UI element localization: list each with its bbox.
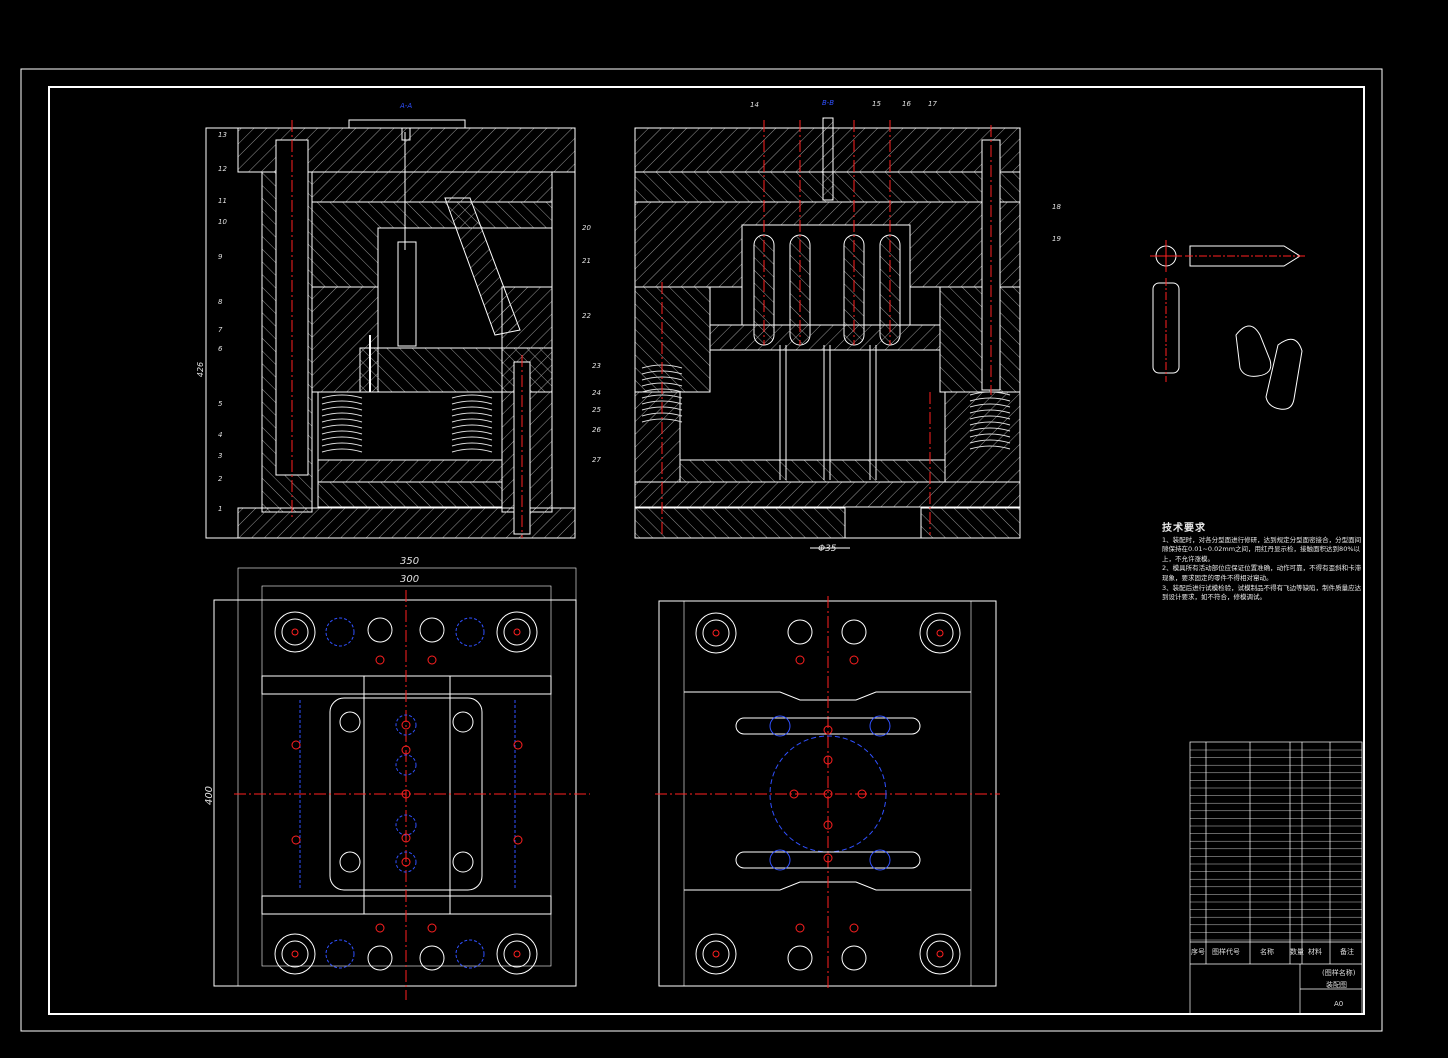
dim-overall-width: 350 (400, 556, 420, 567)
tb-scale: A0 (1334, 1000, 1344, 1008)
part-number-27: 27 (592, 456, 601, 464)
parts-list (1189, 741, 1363, 1015)
part-number-16: 16 (902, 100, 911, 108)
part-number-4: 4 (218, 431, 223, 439)
part-number-10: 10 (218, 218, 227, 226)
tb-header-name: 名称 (1260, 948, 1274, 956)
tb-header-qty: 数量 (1290, 948, 1304, 956)
part-number-8: 8 (218, 298, 223, 306)
part-number-11: 11 (218, 197, 227, 205)
tb-drawing-label: (图样名称) (1322, 969, 1356, 977)
part-number-14: 14 (750, 101, 759, 109)
dim-bore: Φ35 (818, 544, 837, 554)
part-number-23: 23 (592, 362, 601, 370)
part-number-24: 24 (592, 389, 601, 397)
part-number-5: 5 (218, 400, 223, 408)
note-item-2: 2、模具所有活动部位应保证位置准确，动作可靠，不得有歪斜和卡滞现象，要求固定的零… (1162, 564, 1362, 582)
section-label-aa: A-A (400, 102, 413, 110)
note-item-1: 1、装配时，对各分型面进行修研，达到规定分型面密接合，分型面间隙保持在0.01~… (1162, 535, 1362, 563)
part-number-20: 20 (582, 224, 591, 232)
part-number-17: 17 (928, 100, 937, 108)
section-view-left (205, 119, 576, 539)
part-number-22: 22 (582, 312, 591, 320)
part-number-7: 7 (218, 326, 223, 334)
part-number-3: 3 (218, 452, 223, 460)
note-item-3: 3、装配后进行试模检验，试模制品不得有飞边等缺陷，制件质量应达到设计要求，如不符… (1162, 583, 1362, 602)
part-number-21: 21 (582, 257, 591, 265)
part-number-9: 9 (218, 253, 223, 261)
technical-requirements: 技术要求 1、装配时，对各分型面进行修研，达到规定分型面密接合，分型面间隙保持在… (1162, 524, 1362, 603)
plan-view-left (213, 567, 590, 1000)
part-number-1: 1 (218, 505, 223, 513)
part-detail (1150, 240, 1305, 410)
outer-border (20, 68, 1383, 1032)
notes-title: 技术要求 (1162, 523, 1206, 534)
part-number-2: 2 (218, 475, 223, 483)
part-number-13: 13 (218, 131, 227, 139)
dim-overall-height: 400 (204, 785, 216, 806)
section-view-right (634, 117, 1021, 549)
part-number-12: 12 (218, 165, 227, 173)
inner-border (48, 86, 1365, 1015)
part-number-19: 19 (1052, 235, 1061, 243)
tb-header-code: 图样代号 (1212, 948, 1240, 956)
part-number-6: 6 (218, 345, 223, 353)
dim-inner-width: 300 (400, 574, 420, 585)
part-number-15: 15 (872, 100, 881, 108)
tb-header-material: 材料 (1308, 948, 1322, 956)
dim-mold-height: 426 (196, 361, 206, 378)
part-number-25: 25 (592, 406, 601, 414)
tb-header-no: 序号 (1191, 948, 1205, 956)
part-number-26: 26 (592, 426, 601, 434)
tb-drawing-name: 装配图 (1326, 981, 1347, 989)
tb-header-remark: 备注 (1340, 948, 1354, 956)
section-label-bb: B-B (822, 99, 835, 107)
part-number-18: 18 (1052, 203, 1061, 211)
plan-view-right (655, 596, 1000, 990)
